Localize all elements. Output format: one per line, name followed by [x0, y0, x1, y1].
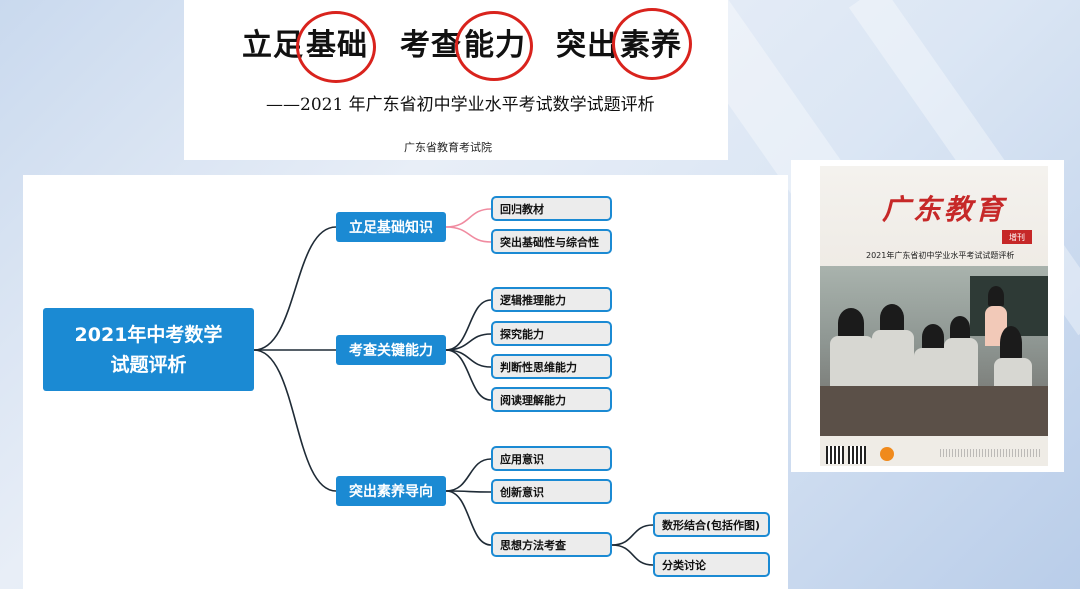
fine-print	[940, 449, 1040, 457]
qr-code-icon	[826, 446, 844, 464]
student-head	[922, 324, 944, 350]
student-body	[872, 330, 914, 388]
branch-node: 立足基础知识	[336, 212, 446, 242]
connector-line	[253, 226, 337, 351]
connector-line	[445, 349, 492, 368]
magazine-title: 广东教育	[882, 193, 1007, 226]
header-publisher: 广东省教育考试院	[404, 141, 492, 154]
connector-line	[611, 544, 654, 566]
student-body	[944, 338, 978, 388]
leaf-node: 逻辑推理能力	[491, 287, 612, 312]
header-subtitle: ——2021 年广东省初中学业水平考试数学试题评析	[266, 95, 655, 115]
phrase2-plain: 考查	[400, 28, 462, 63]
highlight-circle	[612, 8, 692, 80]
subleaf-node: 分类讨论	[653, 552, 770, 577]
leaf-node: 应用意识	[491, 446, 612, 471]
leaf-node: 突出基础性与综合性	[491, 229, 612, 254]
leaf-node: 阅读理解能力	[491, 387, 612, 412]
magazine-subtitle: 2021年广东省初中学业水平考试试题评析	[866, 251, 1015, 260]
connector-line	[445, 299, 492, 351]
student-head	[1000, 326, 1022, 360]
phrase1-plain: 立足	[242, 28, 304, 63]
leaf-node: 探究能力	[491, 321, 612, 346]
desk-row	[820, 386, 1048, 436]
highlight-circle	[455, 11, 533, 81]
connector-line	[445, 208, 492, 228]
phrase3-plain: 突出	[556, 28, 618, 63]
student-head	[950, 316, 970, 340]
student-head	[838, 308, 864, 338]
leaf-node: 创新意识	[491, 479, 612, 504]
connector-line	[445, 349, 492, 401]
qr-code-icon	[848, 446, 866, 464]
leaf-node: 思想方法考查	[491, 532, 612, 557]
magazine-cover: 广东教育 增刊 2021年广东省初中学业水平考试试题评析	[820, 166, 1048, 466]
classroom-photo	[820, 266, 1048, 436]
teacher-head	[988, 286, 1004, 306]
highlight-circle	[296, 11, 376, 83]
header-panel: 立足 基础 考查 能力 突出 素养 ——2021 年广东省初中学业水平考试数学试…	[184, 0, 728, 160]
connector-line	[253, 349, 337, 492]
connector-line	[445, 490, 492, 493]
connector-line	[445, 333, 492, 351]
student-body	[994, 358, 1032, 388]
leaf-node: 判断性思维能力	[491, 354, 612, 379]
mindmap-panel: 2021年中考数学 试题评析 立足基础知识 考查关键能力 突出素养导向 回归教材…	[23, 175, 788, 589]
magazine-badge: 增刊	[1002, 230, 1032, 244]
connector-line	[445, 226, 492, 243]
student-body	[830, 336, 874, 388]
subleaf-node: 数形结合(包括作图)	[653, 512, 770, 537]
magazine-panel: 广东教育 增刊 2021年广东省初中学业水平考试试题评析	[791, 160, 1064, 472]
mindmap-connectors	[253, 208, 654, 566]
leaf-node: 回归教材	[491, 196, 612, 221]
connector-line	[445, 458, 492, 492]
mindmap-root-node: 2021年中考数学 试题评析	[43, 308, 254, 391]
branch-node: 考查关键能力	[336, 335, 446, 365]
branch-node: 突出素养导向	[336, 476, 446, 506]
student-head	[880, 304, 904, 332]
magazine-footer	[820, 436, 1048, 466]
connector-line	[611, 524, 654, 546]
publisher-logo-icon	[880, 447, 894, 461]
connector-line	[445, 490, 492, 546]
